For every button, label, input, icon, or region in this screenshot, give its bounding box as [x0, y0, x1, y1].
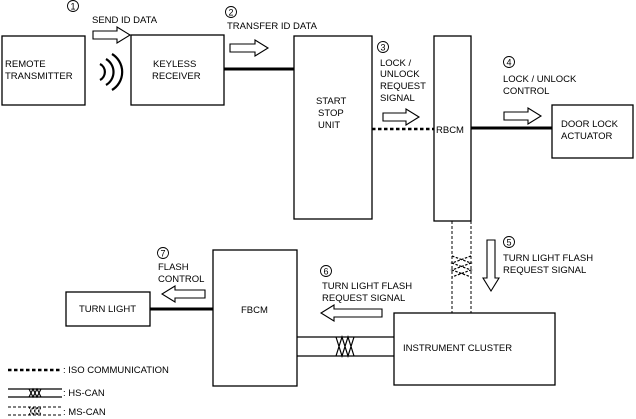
step-4-label-2: CONTROL [503, 86, 549, 97]
legend-iso-communication: : ISO COMMUNICATION [8, 365, 169, 376]
wireless-signal-icon [99, 53, 124, 91]
keyless-receiver-label-2: RECEIVER [152, 71, 201, 82]
turn-light-box: TURN LIGHT [65, 291, 151, 327]
legend: : ISO COMMUNICATION : HS-CAN : MS-CAN [8, 365, 169, 418]
step-5-label-2: REQUEST SIGNAL [503, 265, 586, 276]
turn-light-label: TURN LIGHT [79, 304, 136, 315]
step-6-label-2: REQUEST SIGNAL [322, 293, 405, 304]
step-5-label: TURN LIGHT FLASH [503, 253, 593, 264]
arrow-turn-light-flash-request-rbcm [482, 239, 500, 293]
arrow-send-id-data [92, 26, 132, 44]
instrument-cluster-box: INSTRUMENT CLUSTER [393, 312, 556, 386]
arrow-transfer-id-data [229, 39, 270, 57]
keyless-receiver-label: KEYLESS [153, 59, 196, 70]
svg-text:5: 5 [506, 237, 511, 247]
svg-text:: MS-CAN: : MS-CAN [63, 407, 106, 418]
step-3-marker: 3 [377, 41, 389, 53]
door-lock-actuator-label: DOOR LOCK [561, 119, 619, 130]
step-1-marker: 1 [67, 0, 79, 12]
rbcm-label: RBCM [436, 125, 464, 136]
door-lock-actuator-box: DOOR LOCK ACTUATOR [551, 104, 634, 159]
start-stop-unit-label: START [316, 96, 346, 107]
step-4-marker: 4 [503, 56, 515, 68]
step-6-label: TURN LIGHT FLASH [322, 281, 412, 292]
arrow-turn-light-flash-request-fbcm [319, 304, 383, 322]
step-3-label-3: REQUEST [380, 81, 426, 92]
keyless-receiver-box: KEYLESS RECEIVER [130, 34, 225, 106]
svg-text:1: 1 [70, 1, 75, 11]
arrow-flash-control [160, 285, 206, 303]
step-3-label-2: UNLOCK [380, 69, 420, 80]
step-5-marker: 5 [503, 236, 515, 248]
step-2-label: TRANSFER ID DATA [227, 21, 318, 32]
remote-transmitter-label: REMOTE [5, 59, 46, 70]
arrow-lock-unlock-control [503, 107, 543, 125]
step-1-label: SEND ID DATA [92, 15, 158, 26]
step-3-label-4: SIGNAL [380, 93, 415, 104]
arrow-lock-unlock-request [382, 108, 421, 126]
start-stop-unit-box: START STOP UNIT [293, 35, 373, 220]
fbcm-box: FBCM [212, 249, 298, 387]
step-4-label: LOCK / UNLOCK [503, 74, 577, 85]
step-7-label: FLASH [158, 262, 189, 273]
legend-ms-can: : MS-CAN [8, 405, 106, 418]
ms-can-bus-rbcm-cluster [450, 221, 473, 313]
step-3-label: LOCK / [380, 58, 412, 69]
svg-text:3: 3 [380, 42, 385, 52]
svg-text:2: 2 [228, 7, 233, 17]
rbcm-box: RBCM [433, 35, 472, 222]
start-stop-unit-label-2: STOP [318, 108, 344, 119]
instrument-cluster-label: INSTRUMENT CLUSTER [403, 343, 512, 354]
step-7-marker: 7 [157, 247, 169, 259]
svg-text:: HS-CAN: : HS-CAN [63, 388, 105, 399]
svg-text:: ISO COMMUNICATION: : ISO COMMUNICATION [63, 365, 169, 376]
legend-hs-can: : HS-CAN [8, 387, 105, 399]
svg-text:7: 7 [160, 248, 165, 258]
door-lock-actuator-label-2: ACTUATOR [561, 131, 613, 142]
svg-text:6: 6 [323, 266, 328, 276]
step-7-label-2: CONTROL [158, 274, 204, 285]
hs-can-bus-fbcm-cluster [297, 335, 394, 358]
svg-text:4: 4 [506, 57, 511, 67]
remote-transmitter-box: REMOTE TRANSMITTER [1, 35, 86, 106]
step-6-marker: 6 [320, 265, 332, 277]
start-stop-unit-label-3: UNIT [318, 120, 340, 131]
fbcm-label: FBCM [241, 305, 268, 316]
step-2-marker: 2 [225, 6, 237, 18]
remote-transmitter-label-2: TRANSMITTER [5, 71, 73, 82]
